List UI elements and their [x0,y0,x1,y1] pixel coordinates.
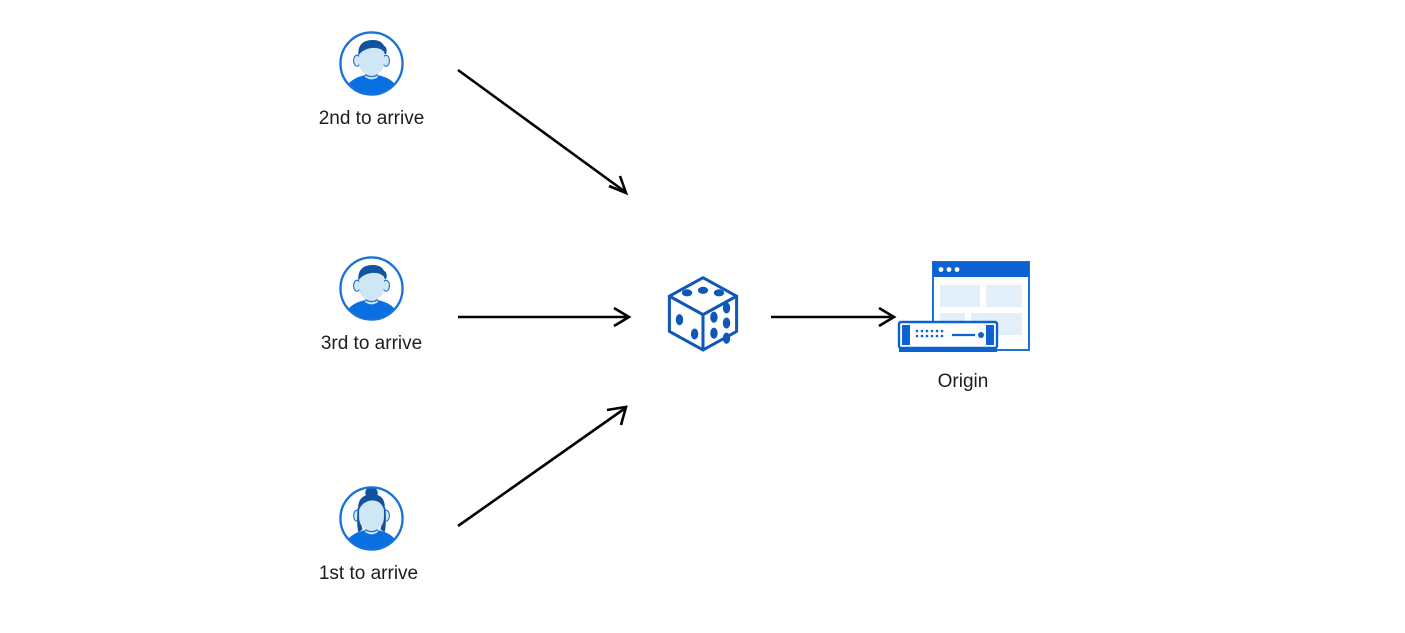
server-device [897,320,999,352]
arrow-dice-to-origin [771,306,897,328]
user-avatar-icon [337,484,406,553]
user-avatar-icon [337,254,406,323]
node-label-visitor-3rd: 3rd to arrive [320,333,423,354]
node-origin[interactable]: Origin [897,260,1031,392]
node-label-origin: Origin [937,371,989,392]
arrow-1st-to-dice [457,405,628,528]
arrow-2nd-to-dice [457,68,629,196]
origin-server-icon [897,260,1031,360]
arrow-3rd-to-dice [458,306,632,328]
node-label-visitor-1st: 1st to arrive [318,563,419,584]
dice-icon [661,271,745,355]
node-visitor-3rd[interactable]: 3rd to arrive [321,254,422,354]
node-label-visitor-2nd: 2nd to arrive [318,108,425,129]
user-avatar-icon [337,29,406,98]
node-visitor-2nd[interactable]: 2nd to arrive [319,29,424,129]
node-randomizer[interactable] [661,271,745,355]
node-visitor-1st[interactable]: 1st to arrive [319,484,418,584]
